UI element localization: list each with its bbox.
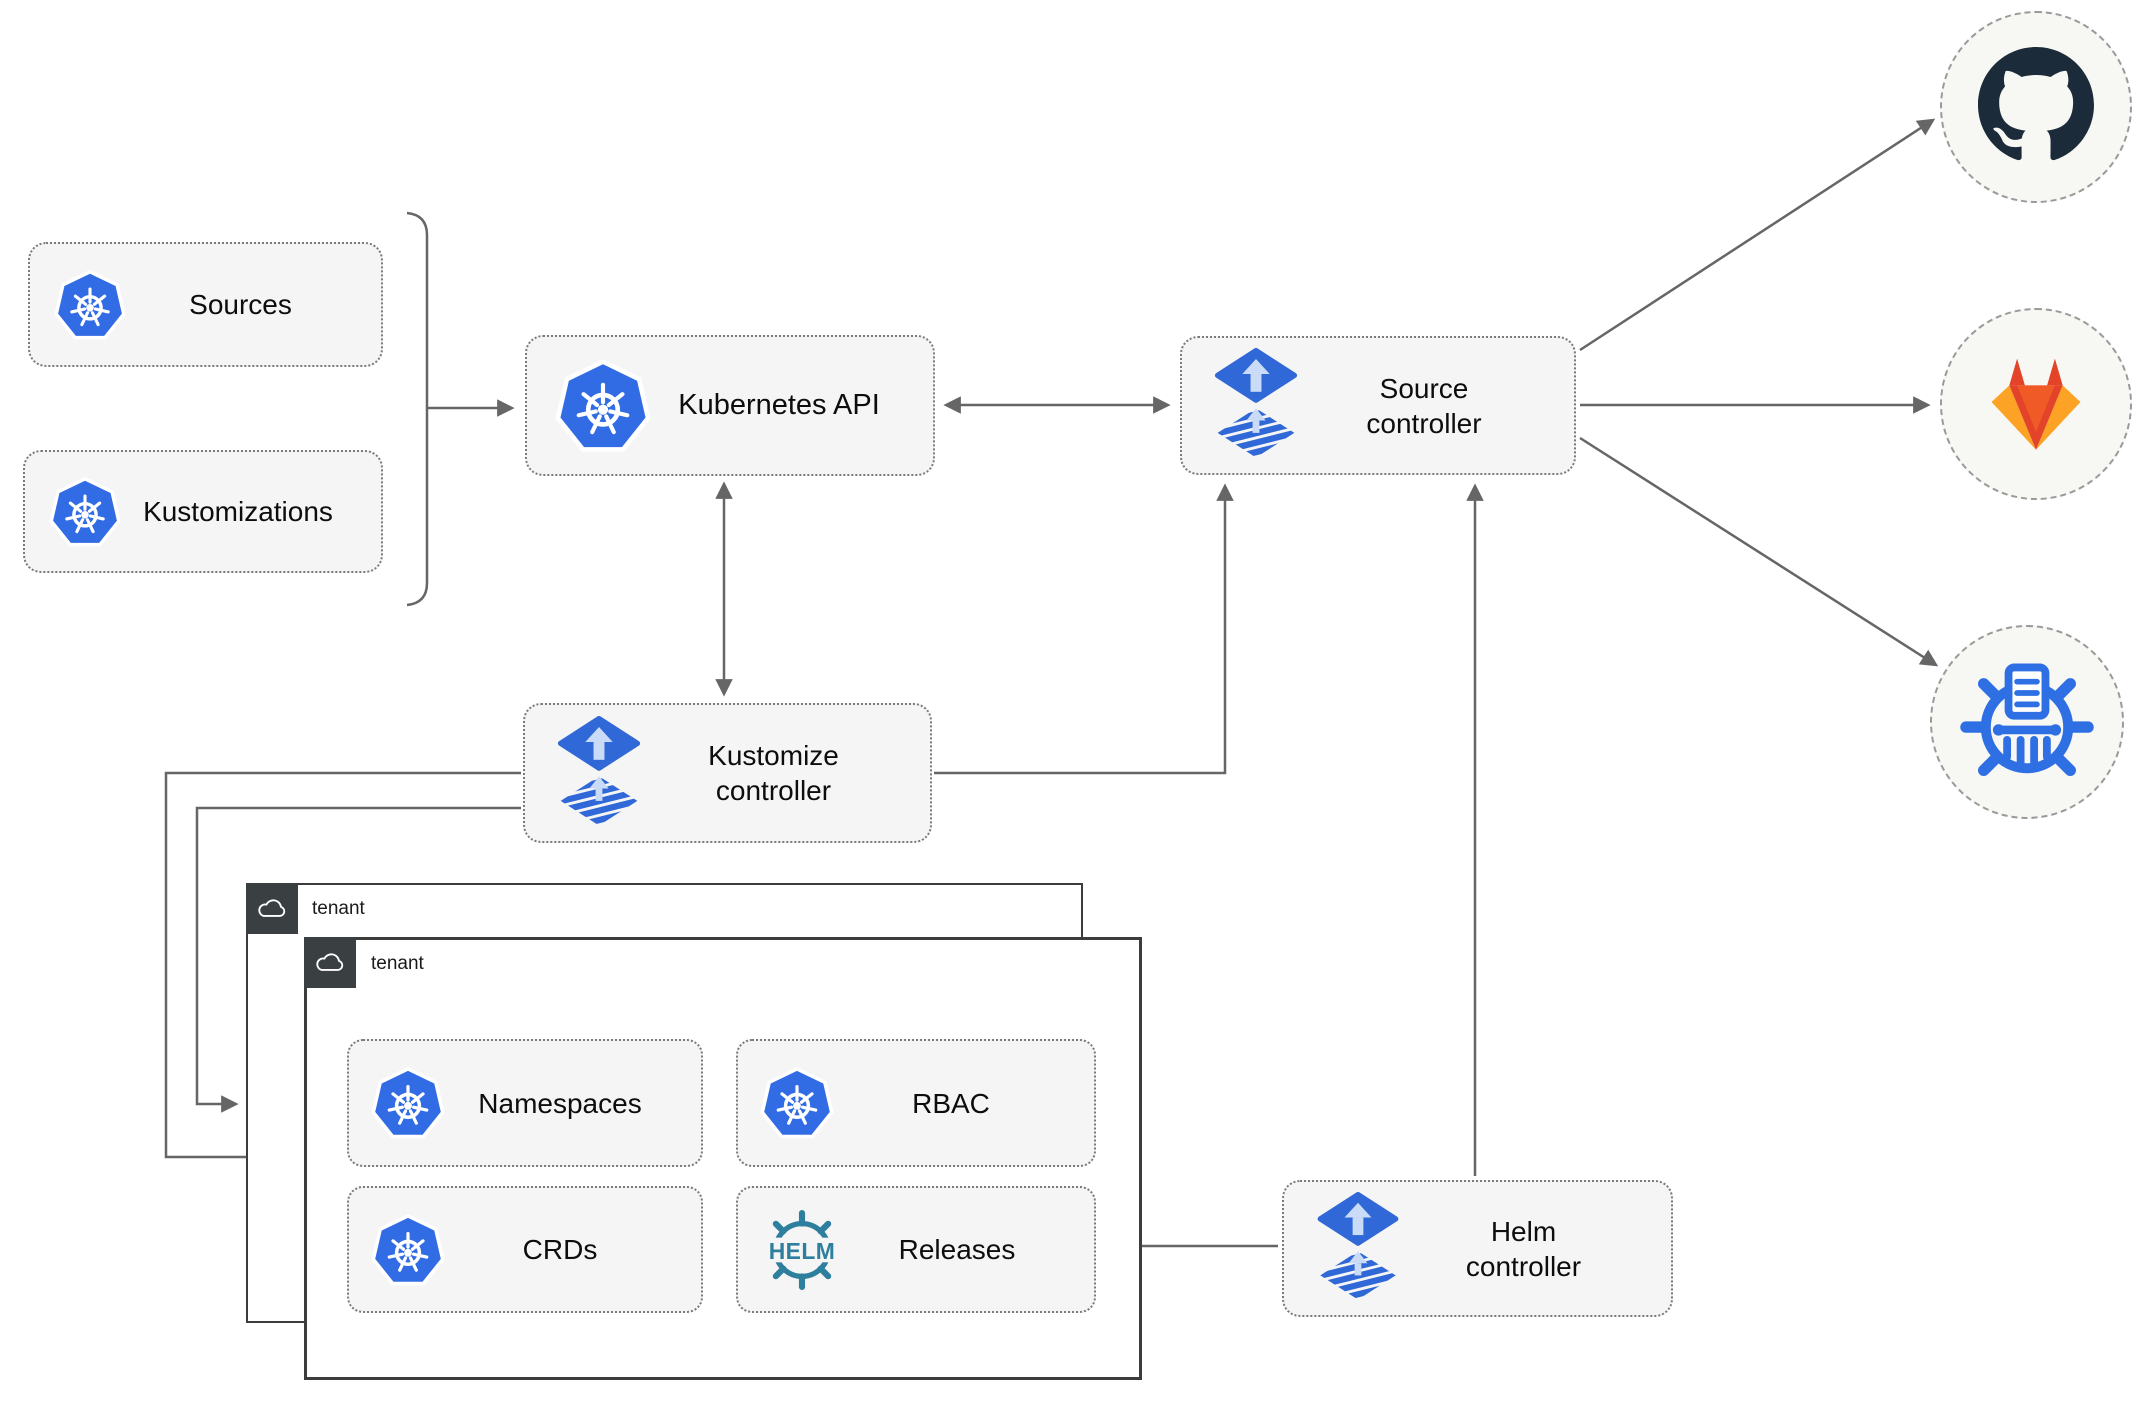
container-registry-node [1930, 625, 2124, 819]
kubernetes-icon [760, 1066, 834, 1140]
namespaces-label: Namespaces [478, 1087, 642, 1119]
releases-node: HELM Releases [736, 1186, 1096, 1313]
kubernetes-icon [371, 1066, 445, 1140]
gitlab-node [1940, 308, 2132, 500]
tenant-inner-group: tenant Namespaces [304, 937, 1142, 1380]
kubernetes-icon [54, 269, 126, 341]
flux-icon [555, 715, 643, 831]
github-node [1940, 11, 2132, 203]
source-controller-node: Source controller [1180, 336, 1576, 475]
kustomizations-node: Kustomizations [23, 450, 383, 573]
kubernetes-api-node: Kubernetes API [525, 335, 935, 476]
rbac-label: RBAC [912, 1087, 990, 1119]
edge-source-controller-to-github [1579, 118, 1936, 352]
tenant-inner-label: tenant [371, 953, 424, 974]
edge-kustomize-controller-to-source-controller [934, 483, 1234, 775]
harbor-icon [1956, 649, 2098, 796]
edge-source-controller-to-registry [1579, 436, 1939, 667]
flux-icon [1314, 1192, 1402, 1305]
helm-controller-label: Helm controller [1465, 1215, 1582, 1282]
kubernetes-icon [555, 358, 651, 454]
cloud-icon [246, 883, 298, 934]
gitlab-icon [1980, 352, 2092, 457]
kustomizations-label: Kustomizations [143, 496, 333, 527]
releases-label: Releases [898, 1234, 1016, 1265]
source-controller-label: Source controller [1366, 372, 1482, 439]
kustomize-controller-label: Kustomize controller [708, 740, 839, 806]
kubernetes-icon [49, 476, 121, 548]
kubernetes-api-label: Kubernetes API [678, 389, 880, 422]
kubernetes-icon [371, 1213, 445, 1287]
helm-icon-text: HELM [769, 1237, 836, 1263]
bracket-sources-group [406, 211, 429, 607]
namespaces-node: Namespaces [347, 1039, 703, 1167]
sources-label: Sources [189, 289, 292, 320]
github-icon [1978, 46, 2094, 168]
helm-icon: HELM [758, 1206, 846, 1294]
tenant-outer-label: tenant [312, 898, 365, 919]
crds-label: CRDs [522, 1234, 598, 1265]
helm-controller-node: Helm controller [1282, 1180, 1673, 1317]
cloud-icon [304, 937, 356, 988]
crds-node: CRDs [347, 1186, 703, 1313]
rbac-node: RBAC [736, 1039, 1096, 1167]
sources-node: Sources [28, 242, 383, 367]
kustomize-controller-node: Kustomize controller [523, 703, 932, 843]
flux-icon [1212, 348, 1300, 463]
